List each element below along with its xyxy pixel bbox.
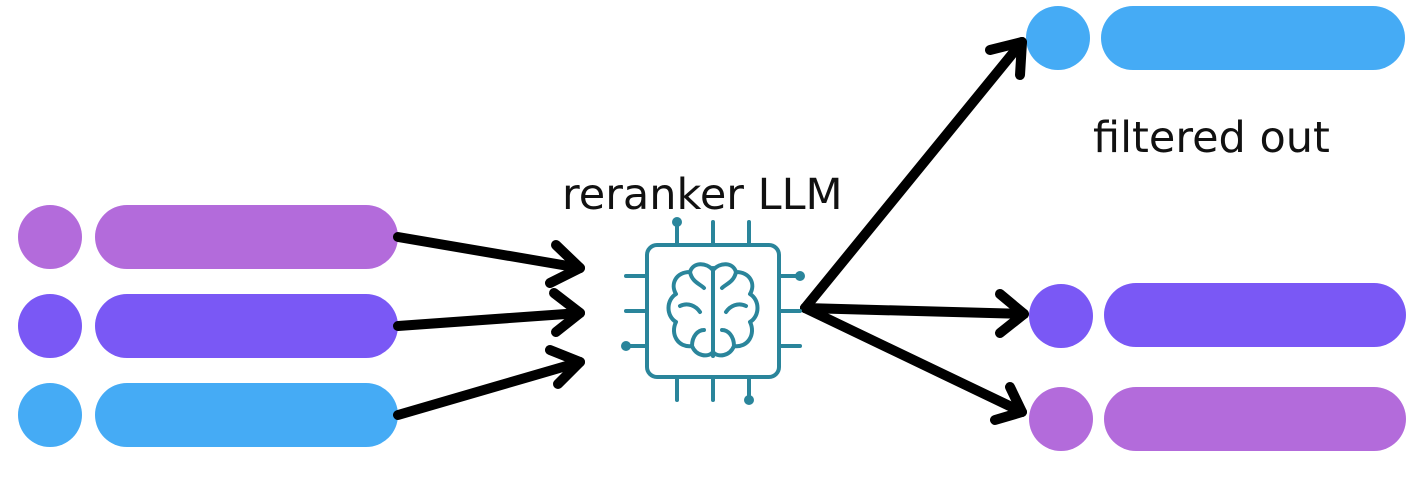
input-doc-1-bar xyxy=(95,205,398,269)
output-doc-kept-2-dot xyxy=(1029,387,1093,451)
output-doc-kept-1-bar xyxy=(1104,283,1406,347)
output-doc-filtered xyxy=(1026,6,1405,70)
brain-chip-icon xyxy=(624,220,802,402)
output-doc-filtered-dot xyxy=(1026,6,1090,70)
input-doc-1-dot xyxy=(18,205,82,269)
input-doc-2-bar xyxy=(95,294,398,358)
output-doc-kept-2 xyxy=(1029,387,1406,451)
arrow-input-3 xyxy=(393,345,585,420)
arrow-output-kept-2 xyxy=(800,303,1027,425)
arrow-output-kept-1 xyxy=(800,289,1029,338)
arrow-input-2 xyxy=(393,288,585,337)
output-doc-kept-2-bar xyxy=(1104,387,1406,451)
input-doc-3-bar xyxy=(95,383,398,447)
input-doc-3-dot xyxy=(18,383,82,447)
input-doc-2-dot xyxy=(18,294,82,358)
arrow-input-1 xyxy=(393,232,585,288)
input-doc-2 xyxy=(18,294,398,358)
output-doc-filtered-bar xyxy=(1101,6,1405,70)
arrow-output-filtered xyxy=(800,37,1027,313)
reranker-label: reranker LLM xyxy=(562,170,843,220)
arrows xyxy=(393,37,1029,425)
output-doc-kept-1 xyxy=(1029,283,1406,348)
filtered-out-label: filtered out xyxy=(1093,113,1330,163)
chip-pin-dots xyxy=(621,217,805,405)
output-doc-kept-1-dot xyxy=(1029,284,1093,348)
input-doc-3 xyxy=(18,383,398,447)
input-doc-1 xyxy=(18,205,398,269)
